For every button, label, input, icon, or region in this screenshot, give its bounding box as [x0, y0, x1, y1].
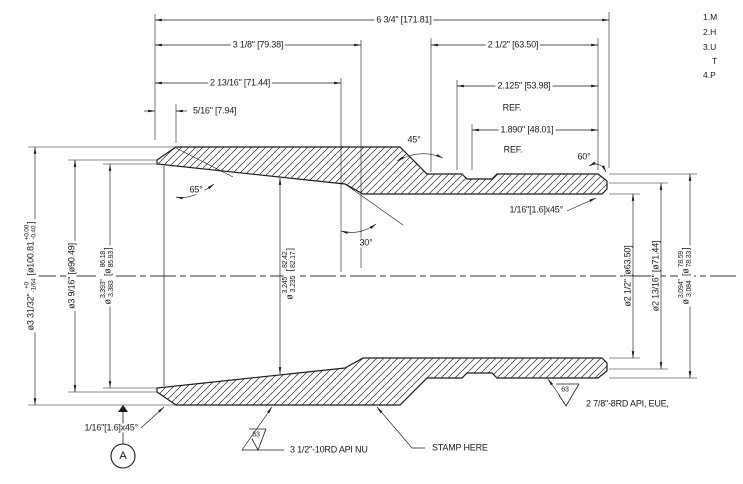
dim-dia-od-left: ø3 31/32"+0-1/64 [ø100.81+0.00-0.40]	[23, 219, 39, 333]
part-section	[156, 146, 608, 406]
dim-right-length-2-ref: REF.	[500, 102, 524, 113]
finish-value-left: 63	[252, 431, 260, 439]
callout-chamfer-bottom-left: 1/16"[1.6]x45°	[82, 422, 140, 433]
angle-dimensions	[175, 147, 607, 235]
callout-thread-right: 2 7/8"-8RD API, EUE,	[584, 398, 671, 409]
dim-overall-length: 6 3/4" [171.81]	[374, 14, 434, 25]
note-line-3: 3.U	[703, 42, 717, 52]
finish-value-right: 63	[561, 386, 569, 394]
datum-label: A	[119, 450, 127, 462]
dim-right-length-2: 2.125" [53.98]	[495, 80, 553, 91]
callout-stamp-here: STAMP HERE	[430, 442, 490, 453]
dim-left-length-3: 5/16" [7.94]	[191, 105, 239, 116]
angle-30-label: 30°	[357, 237, 375, 248]
dim-left-length-2: 2 13/16" [71.44]	[207, 77, 273, 88]
note-line-3-cont: T	[712, 56, 718, 66]
dim-right-length-3-ref: REF.	[501, 144, 525, 155]
dim-dia-face-left: ø3 9/16" [ø90.49]	[66, 241, 77, 311]
extension-lines	[28, 12, 697, 406]
note-line-2: 2.H	[703, 27, 717, 37]
callout-chamfer-top-right: 1/16"[1.6]x45°	[507, 204, 565, 215]
dim-dia-bore-right: ø2 1/2" [ø63.50]	[622, 243, 633, 309]
dim-right-length-1: 2 1/2" [63.50]	[485, 39, 541, 50]
dim-dia-thread-root-right: ø2 13/16" [ø71.44]	[650, 238, 661, 314]
angle-60-label: 60°	[575, 151, 593, 162]
angle-45-label: 45°	[405, 134, 423, 145]
dimension-lines	[33, 18, 692, 406]
dim-left-length-1: 3 1/8" [79.38]	[230, 39, 286, 50]
note-line-1: 1.M	[703, 12, 718, 22]
finish-symbol-left	[249, 428, 267, 451]
lower-section	[156, 357, 608, 406]
dim-right-length-3: 1.890" [48.01]	[498, 124, 556, 135]
finish-symbol-right	[556, 383, 580, 407]
note-line-4: 4.P	[703, 70, 716, 80]
upper-section	[156, 146, 608, 195]
angle-65-label: 65°	[187, 184, 205, 195]
callout-thread-left: 3 1/2"-10RD API NU	[288, 444, 370, 455]
leader-lines	[140, 197, 597, 451]
